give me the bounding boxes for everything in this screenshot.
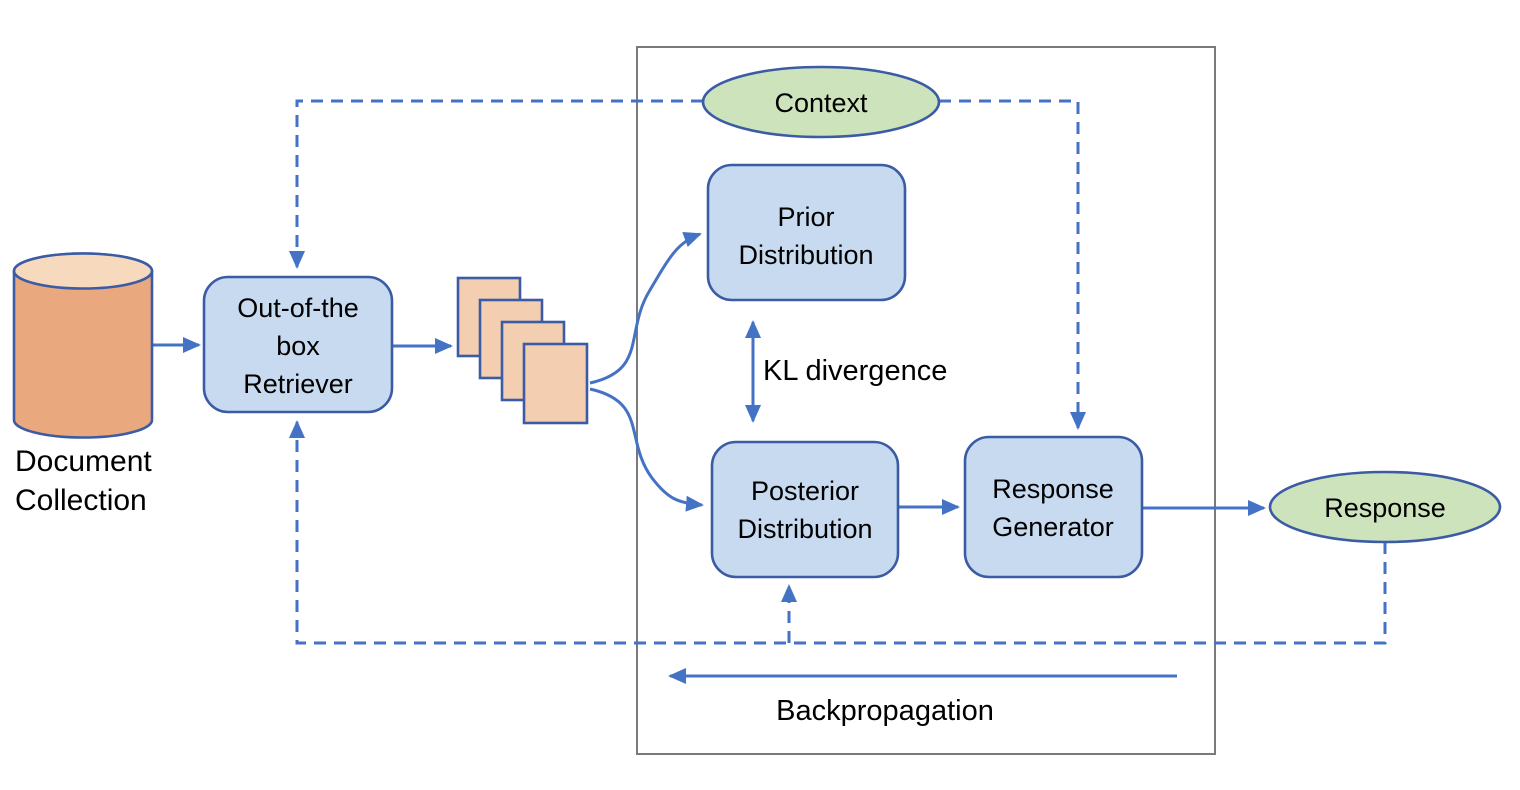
edge-documents-to-posterior-curve [589, 387, 704, 512]
document-collection-label-line1: Document [15, 445, 152, 478]
edge-context-to-generator-dashed [939, 99, 1086, 430]
kl-divergence-label: KL divergence [763, 355, 947, 387]
response-label: Response [1324, 493, 1446, 523]
document-collection-label-line2: Collection [15, 484, 147, 517]
prior-label-line2: Distribution [738, 240, 873, 270]
document-collection-cylinder [12, 252, 154, 439]
edge-documents-to-prior-curve [589, 231, 702, 385]
generator-label-line1: Response [992, 474, 1114, 504]
prior-distribution-node [706, 163, 907, 302]
generator-label-line2: Generator [992, 512, 1114, 542]
cylinder-top [12, 252, 154, 290]
retrieved-documents-stack [456, 276, 589, 425]
retriever-label-line3: Retriever [243, 369, 353, 399]
training-frame [636, 46, 1216, 755]
retriever-label-line2: box [276, 331, 320, 361]
edge-context-to-retriever-dashed [289, 99, 703, 269]
response-generator-node [963, 435, 1144, 579]
retriever-node [202, 275, 394, 414]
retriever-label-line1: Out-of-the [237, 293, 359, 323]
context-label: Context [774, 88, 868, 118]
posterior-distribution-node [710, 440, 900, 579]
context-node [701, 65, 941, 139]
backpropagation-label: Backpropagation [776, 695, 994, 727]
posterior-label-line1: Posterior [751, 476, 859, 506]
prior-label-line1: Prior [777, 202, 834, 232]
document-page-icon [522, 342, 589, 425]
response-node [1268, 470, 1502, 544]
posterior-label-line2: Distribution [737, 514, 872, 544]
edge-response-feedback-to-retriever-dashed [289, 420, 1387, 645]
